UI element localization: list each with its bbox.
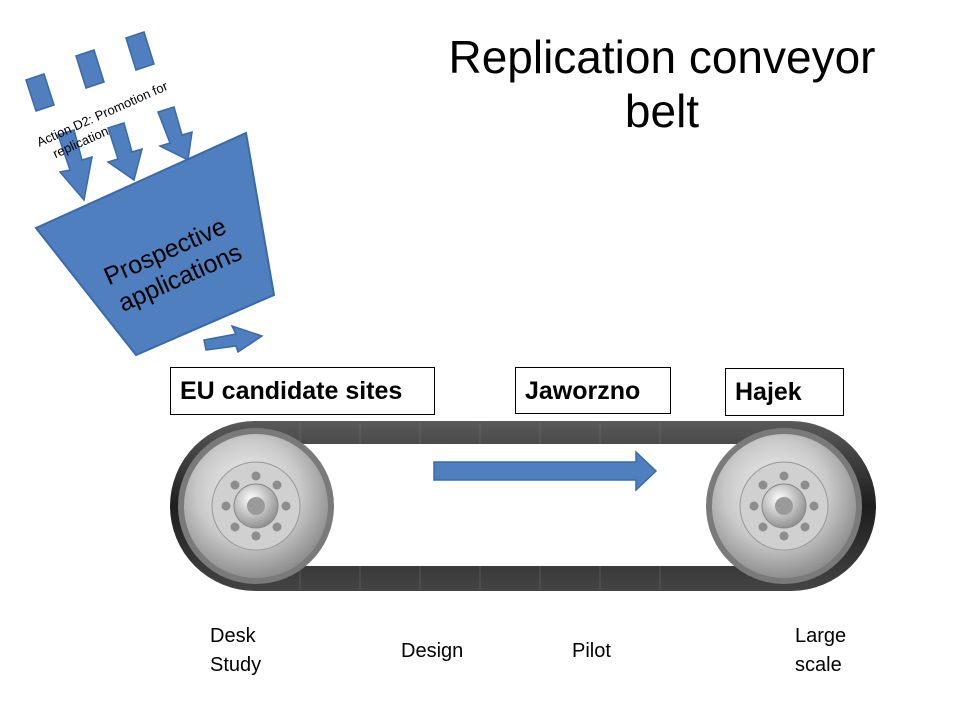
site-box-hajek: Hajek [725, 368, 844, 416]
stage-large-line-1: Large [795, 625, 847, 647]
belt-direction-arrow-icon [433, 450, 658, 492]
title-line-2: belt [624, 85, 700, 137]
stage-pilot: Pilot [572, 637, 611, 666]
stage-large-scale: Large scale [795, 622, 846, 680]
stage-large-line-2: scale [795, 654, 842, 676]
stage-design-label: Design [401, 640, 464, 662]
right-wheel [706, 428, 862, 584]
stage-desk-line-2: Study [210, 654, 262, 676]
title-line-1: Replication conveyor [448, 31, 876, 83]
input-arrow-icon [157, 106, 193, 162]
input-arrow-icon [106, 122, 144, 182]
left-wheel [178, 428, 334, 584]
input-arrow-icon [57, 129, 93, 202]
stage-desk-line-1: Desk [210, 625, 256, 647]
diagram-title: Replication conveyor belt [402, 30, 922, 138]
input-arrow-icon [25, 73, 55, 112]
input-arrow-icon [125, 31, 155, 71]
site-label: Hajek [735, 378, 802, 406]
site-box-jaworzno: Jaworzno [515, 367, 671, 414]
site-label: Jaworzno [525, 377, 641, 405]
funnel-input-arrows [25, 31, 193, 202]
stage-desk-study: Desk Study [210, 622, 261, 680]
site-box-eu-candidates: EU candidate sites [170, 367, 435, 415]
funnel-output-arrow-icon [203, 324, 264, 354]
input-arrow-icon [75, 49, 105, 89]
site-label: EU candidate sites [180, 377, 403, 405]
stage-design: Design [401, 637, 463, 666]
funnel-shape [34, 131, 276, 357]
stage-pilot-label: Pilot [572, 640, 611, 662]
